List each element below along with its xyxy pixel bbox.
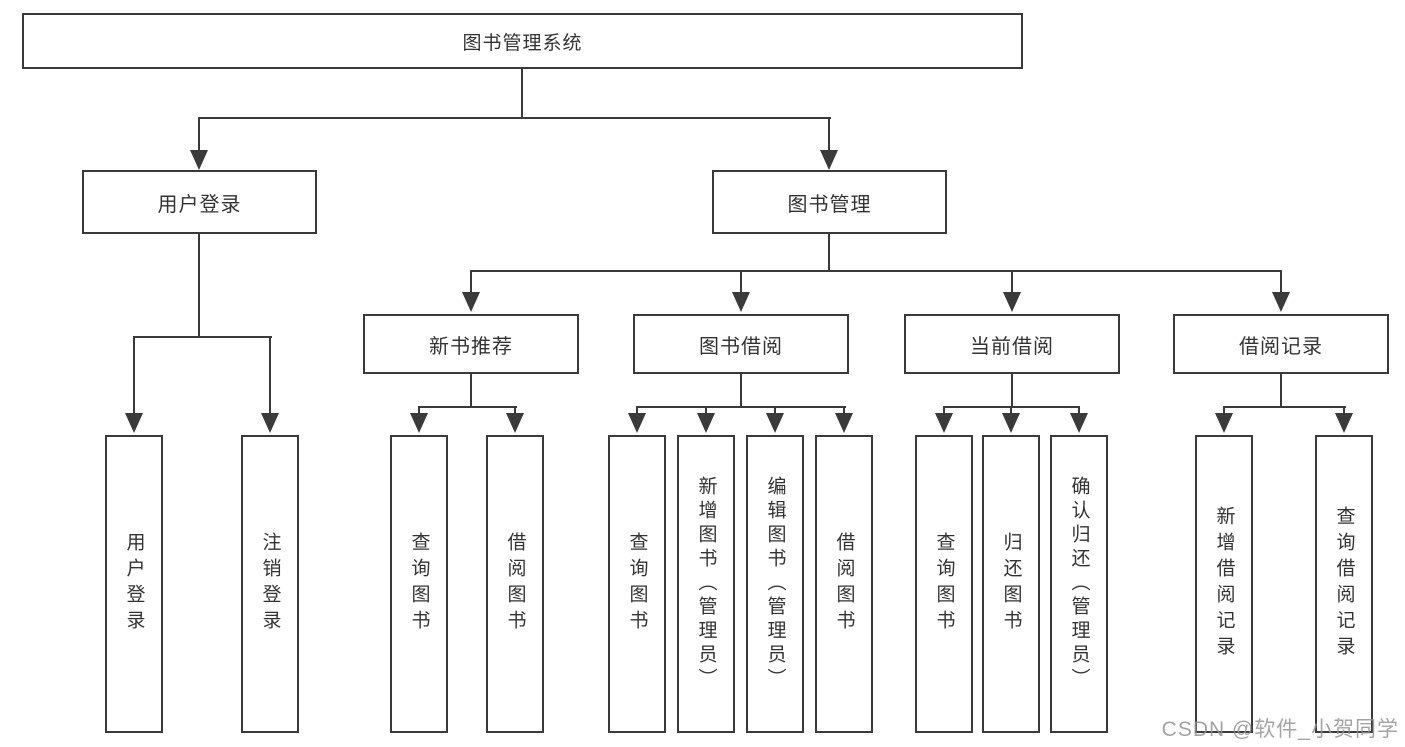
node-borrow-books-borrowing: 借阅图书 <box>815 435 873 733</box>
arrowhead-down <box>1335 413 1353 433</box>
connector-line <box>521 69 523 119</box>
node-return-books: 归还图书 <box>982 435 1040 733</box>
connector-line <box>740 374 742 408</box>
node-query-books-borrowing: 查询图书 <box>608 435 666 733</box>
connector-line <box>198 117 831 119</box>
node-borrow-books-recommend: 借阅图书 <box>486 435 544 733</box>
watermark-csdn: CSDN @软件_小贺同学 <box>1161 718 1399 741</box>
arrowhead-down <box>1002 413 1020 433</box>
connector-line <box>943 406 945 416</box>
connector-line <box>843 406 845 416</box>
arrowhead-down <box>835 413 853 433</box>
arrowhead-down <box>410 413 428 433</box>
connector-line <box>133 336 272 338</box>
node-label: 查询图书 <box>933 532 955 636</box>
node-label: 查询图书 <box>626 532 648 636</box>
connector-line <box>636 406 638 416</box>
node-edit-books-admin: 编辑图书（管理员） <box>746 435 804 733</box>
node-label: 新增借阅记录 <box>1213 506 1235 662</box>
node-query-books-recommend: 查询图书 <box>390 435 448 733</box>
node-label: 图书借阅 <box>699 335 783 358</box>
connector-line <box>514 406 516 416</box>
connector-line <box>1078 406 1080 416</box>
node-book-borrowing: 图书借阅 <box>633 314 849 374</box>
node-label: 新书推荐 <box>429 335 513 358</box>
arrowhead-down <box>697 413 715 433</box>
node-label: 注销登录 <box>259 532 281 636</box>
arrowhead-down <box>766 413 784 433</box>
arrowhead-down <box>462 292 480 312</box>
connector-line <box>828 117 830 153</box>
arrowhead-down <box>820 150 838 170</box>
arrowhead-down <box>190 150 208 170</box>
connector-line <box>470 374 472 408</box>
arrowhead-down <box>1003 292 1021 312</box>
node-label: 查询图书 <box>408 532 430 636</box>
arrowhead-down <box>506 413 524 433</box>
node-label: 确认归还（管理员） <box>1068 476 1090 692</box>
node-label: 借阅图书 <box>504 532 526 636</box>
connector-line <box>418 406 517 408</box>
connector-line <box>705 406 707 416</box>
connector-line <box>1223 406 1225 416</box>
connector-line <box>198 117 200 153</box>
connector-line <box>1011 270 1013 294</box>
node-label: 新增图书（管理员） <box>695 476 717 692</box>
node-add-books-admin: 新增图书（管理员） <box>677 435 735 733</box>
arrowhead-down <box>125 413 143 433</box>
node-query-borrow-record: 查询借阅记录 <box>1315 435 1373 733</box>
connector-line <box>133 336 135 416</box>
node-add-borrow-record: 新增借阅记录 <box>1195 435 1253 733</box>
node-user-login-branch: 用户登录 <box>82 170 317 234</box>
arrowhead-down <box>1070 413 1088 433</box>
node-label: 当前借阅 <box>970 335 1054 358</box>
connector-line <box>1011 374 1013 408</box>
node-label: 用户登录 <box>123 532 145 636</box>
connector-line <box>1010 406 1012 416</box>
connector-line <box>418 406 420 416</box>
node-label: 归还图书 <box>1000 532 1022 636</box>
arrowhead-down <box>1272 292 1290 312</box>
arrowhead-down <box>1215 413 1233 433</box>
connector-line <box>1280 374 1282 408</box>
arrowhead-down <box>261 413 279 433</box>
connector-line <box>470 270 472 294</box>
node-query-books-current: 查询图书 <box>915 435 973 733</box>
node-label: 图书管理系统 <box>462 32 583 54</box>
node-book-management-branch: 图书管理 <box>712 170 947 234</box>
node-library-management-system: 图书管理系统 <box>22 13 1023 69</box>
arrowhead-down <box>628 413 646 433</box>
connector-line <box>470 270 1282 272</box>
node-label: 编辑图书（管理员） <box>764 476 786 692</box>
node-label: 查询借阅记录 <box>1333 506 1355 662</box>
connector-line <box>828 234 830 272</box>
connector-line <box>636 406 846 408</box>
arrowhead-down <box>935 413 953 433</box>
connector-line <box>1343 406 1345 416</box>
node-borrowing-records: 借阅记录 <box>1173 314 1389 374</box>
node-confirm-return-admin: 确认归还（管理员） <box>1050 435 1108 733</box>
node-label: 借阅记录 <box>1239 335 1323 358</box>
connector-line <box>740 270 742 294</box>
node-new-book-recommendation: 新书推荐 <box>363 314 579 374</box>
connector-line <box>774 406 776 416</box>
node-label: 图书管理 <box>787 193 872 216</box>
connector-line <box>198 234 200 338</box>
node-current-borrowing: 当前借阅 <box>904 314 1120 374</box>
connector-line <box>1280 270 1282 294</box>
node-label: 用户登录 <box>157 193 242 216</box>
node-user-login: 用户登录 <box>105 435 163 733</box>
connector-line <box>1223 406 1346 408</box>
node-logout: 注销登录 <box>241 435 299 733</box>
node-label: 借阅图书 <box>833 532 855 636</box>
arrowhead-down <box>732 292 750 312</box>
connector-line <box>269 336 271 416</box>
